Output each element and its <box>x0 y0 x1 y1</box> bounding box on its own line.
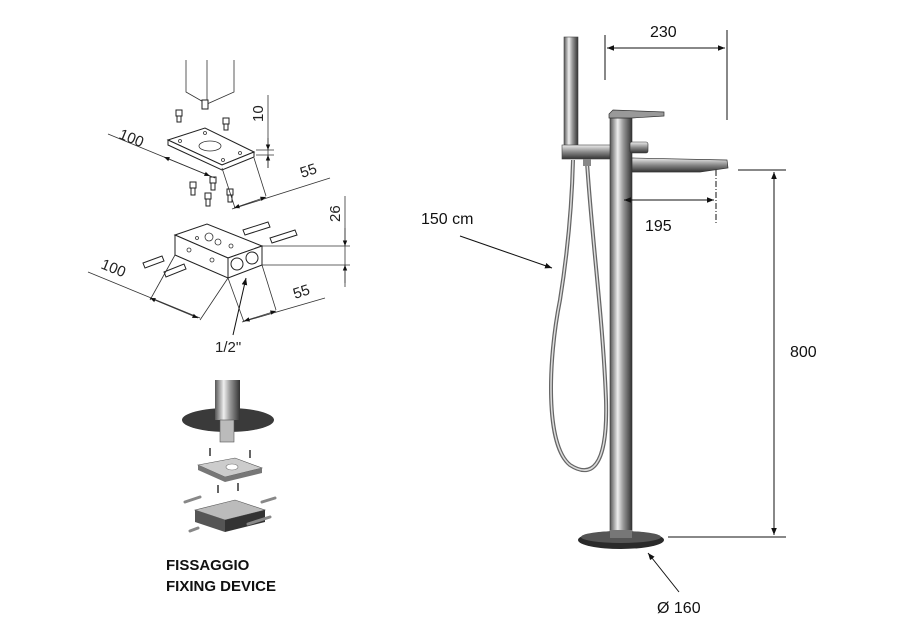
caption-italian: FISSAGGIO <box>166 557 250 574</box>
height-label: 800 <box>790 344 817 361</box>
plate-depth-label: 55 <box>298 160 319 181</box>
fixing-dimension-lines <box>87 95 350 336</box>
column-end <box>185 60 235 110</box>
screws-top <box>175 109 230 131</box>
mixer-dimension-lines <box>459 30 786 593</box>
reach-total-label: 230 <box>650 24 677 41</box>
mixer-lever <box>608 109 665 119</box>
block-depth-label: 55 <box>291 281 312 302</box>
plate-thickness-label: 10 <box>250 105 267 122</box>
freestanding-bath-mixer <box>549 36 729 549</box>
spout-reach-label: 195 <box>645 218 672 235</box>
pins <box>142 221 298 278</box>
hand-shower <box>563 36 579 150</box>
mounting-plate <box>166 127 256 171</box>
spout <box>631 157 729 173</box>
plate-width-label: 100 <box>117 126 147 151</box>
shower-hose <box>549 159 609 473</box>
screws-bottom <box>189 176 234 207</box>
caption-english: FIXING DEVICE <box>166 578 276 595</box>
block-width-label: 100 <box>99 256 129 281</box>
mixer-column <box>609 117 633 539</box>
hose-length-label: 150 cm <box>421 211 473 228</box>
block-height-label: 26 <box>327 205 344 222</box>
base-diameter-label: Ø 160 <box>657 600 701 617</box>
thread-size-label: 1/2" <box>215 339 241 356</box>
fixing-device-render <box>182 380 277 533</box>
connection-block <box>173 223 264 279</box>
exploded-fixing-diagram: 100 10 55 26 100 55 1/2" <box>87 60 350 356</box>
